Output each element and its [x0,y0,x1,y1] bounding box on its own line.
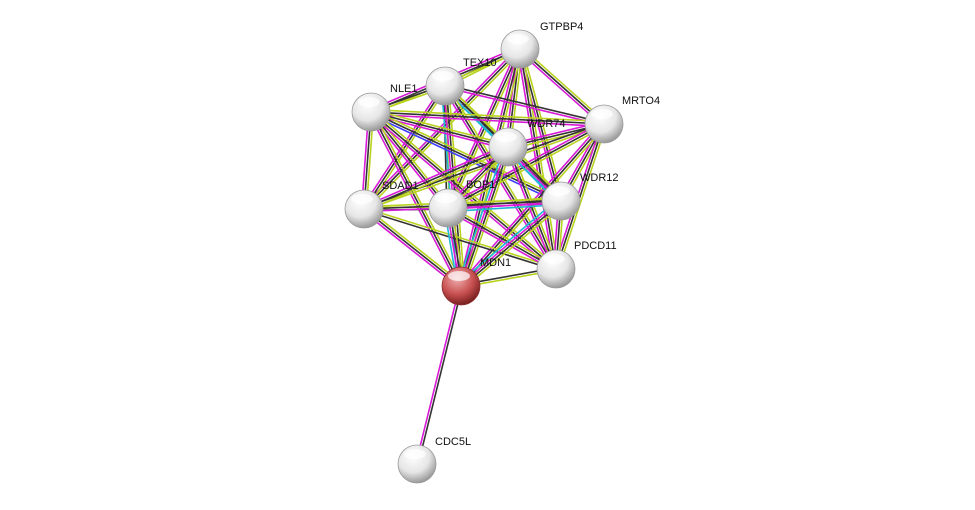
edge-SDAD1-PDCD11[interactable] [363,207,557,271]
edge-evidence-line [364,207,557,269]
edge-WDR12-MDN1[interactable] [458,197,564,290]
node-label[interactable]: WDR12 [580,172,619,184]
edge-evidence-line [447,207,557,270]
node-highlight-icon [548,186,570,196]
node-highlight-icon [358,97,380,107]
edge-evidence-line [458,197,560,284]
edge-evidence-line [363,209,556,271]
node-highlight-icon [543,254,565,264]
edge-TEX10-MRTO4[interactable] [444,84,605,126]
edge-evidence-line [372,109,559,268]
edge-evidence-line [459,146,508,286]
edge-evidence-line [415,285,461,464]
edge-NLE1-MDN1[interactable] [368,110,464,288]
edge-evidence-line [364,148,510,212]
edge-evidence-line [445,47,519,208]
edge-WDR74-SDAD1[interactable] [362,144,510,212]
node-label[interactable]: GTPBP4 [540,21,584,33]
edge-evidence-line [363,85,446,210]
edge-evidence-line [557,124,608,271]
node-label[interactable]: BOP1 [466,179,496,191]
edge-evidence-line [363,208,462,287]
edge-evidence-line [505,147,555,271]
node-highlight-icon [351,194,373,204]
edge-evidence-line [371,109,563,200]
edge-evidence-line [461,147,510,287]
edge-WDR74-MDN1[interactable] [456,145,513,288]
edge-evidence-line [369,113,561,204]
edge-evidence-line [507,146,557,270]
edge-evidence-line [516,49,555,270]
edge-MDN1-CDC5L[interactable] [415,285,463,465]
edge-WDR74-PDCD11[interactable] [505,145,559,271]
edge-evidence-line [370,111,462,287]
edge-evidence-line [364,206,463,285]
node-highlight-icon [507,34,529,44]
edge-evidence-line [371,108,509,146]
node-label[interactable]: MDN1 [480,257,512,269]
node-label[interactable]: MRTO4 [622,95,661,107]
edge-evidence-line [372,109,451,207]
node-label[interactable]: CDC5L [435,436,472,448]
edge-evidence-line [363,48,521,210]
edge-evidence-line [509,145,559,269]
edge-SDAD1-MDN1[interactable] [362,206,463,289]
node-highlight-icon [432,71,454,81]
edge-BOP1-PDCD11[interactable] [446,205,558,272]
edge-evidence-line [371,108,605,123]
edge-evidence-line [370,111,509,148]
edge-evidence-line [445,85,450,208]
edge-evidence-line [370,111,605,125]
edge-evidence-line [370,111,449,209]
edge-evidence-line [461,201,563,288]
edge-evidence-line [448,205,558,268]
edge-evidence-line [372,110,464,286]
node-highlight-icon [448,271,470,281]
node-label[interactable]: SDAD1 [382,180,419,192]
edge-NLE1-MRTO4[interactable] [370,108,605,128]
node-highlight-icon [404,449,426,459]
node-label[interactable]: TEX10 [463,57,497,69]
edge-evidence-line [363,146,509,210]
edge-evidence-line [370,113,604,128]
edge-evidence-line [370,111,557,270]
edge-evidence-line [365,86,448,211]
node-highlight-icon [495,132,517,142]
edge-evidence-line [456,145,506,286]
edge-evidence-line [362,144,508,208]
edge-NLE1-PDCD11[interactable] [368,109,559,272]
node-label[interactable]: WDR74 [527,118,566,130]
edge-evidence-line [444,86,604,126]
edge-evidence-line [446,209,556,272]
node-label[interactable]: NLE1 [390,83,418,95]
edge-evidence-line [370,111,562,202]
edge-evidence-line [459,199,561,286]
edge-evidence-line [445,84,605,124]
node-label[interactable]: PDCD11 [574,240,617,252]
edge-NLE1-WDR12[interactable] [369,109,563,204]
edge-evidence-line [368,112,460,288]
edge-evidence-line [417,286,463,465]
node-highlight-icon [435,193,457,203]
edge-evidence-line [362,210,461,289]
node-highlight-icon [591,109,613,119]
edge-evidence-line [368,113,555,272]
edge-evidence-line [463,147,513,288]
edge-evidence-line [446,121,604,207]
edge-evidence-line [555,123,605,270]
edge-evidence-line [462,203,564,290]
